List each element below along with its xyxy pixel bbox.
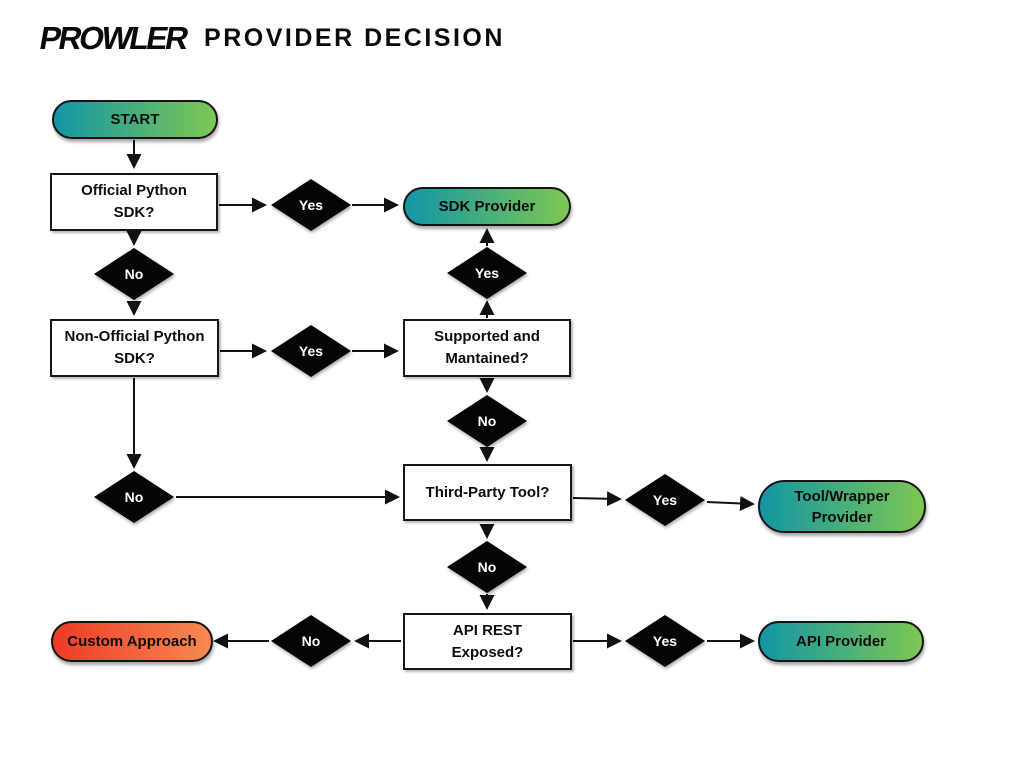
decision-label: Yes [474, 265, 500, 281]
node-sdk-provider: SDK Provider [403, 187, 571, 226]
decision-third-party-yes: Yes [625, 474, 705, 526]
page-title: PROVIDER DECISION [204, 24, 505, 52]
node-api-rest-exposed-label: API REST Exposed? [451, 621, 524, 661]
node-start: START [52, 100, 218, 139]
decision-non-official-no: No [94, 471, 174, 523]
decision-supported-yes: Yes [447, 247, 527, 299]
node-custom-approach-label: Custom Approach [67, 633, 197, 650]
diamond-shape: Yes [271, 179, 351, 231]
node-non-official-sdk-label: Non-Official Python SDK? [64, 328, 205, 367]
node-api-provider: API Provider [758, 621, 924, 662]
decision-api-rest-no: No [271, 615, 351, 667]
node-api-rest-exposed: API REST Exposed? [403, 613, 572, 670]
diamond-shape: Yes [625, 474, 705, 526]
node-supported-maintained: Supported and Mantained? [403, 319, 571, 377]
decision-label: No [301, 633, 321, 649]
node-sdk-provider-label: SDK Provider [438, 198, 536, 215]
node-start-label: START [110, 111, 160, 128]
node-supported-maintained-label: Supported and Mantained? [434, 328, 540, 367]
diamond-shape: No [447, 541, 527, 593]
decision-label: No [124, 266, 144, 282]
decision-label: No [124, 489, 144, 505]
node-non-official-sdk: Non-Official Python SDK? [50, 319, 219, 377]
diamond-shape: No [94, 248, 174, 300]
node-third-party-tool-label: Third-Party Tool? [425, 483, 550, 501]
diamond-shape: No [94, 471, 174, 523]
decision-label: No [477, 413, 497, 429]
decision-label: Yes [298, 197, 324, 213]
decision-label: Yes [652, 492, 678, 508]
node-third-party-tool: Third-Party Tool? [403, 464, 572, 521]
node-api-provider-label: API Provider [795, 633, 887, 650]
node-tool-wrapper-provider: Tool/Wrapper Provider [758, 480, 926, 533]
node-official-sdk-label: Official Python SDK? [81, 182, 187, 221]
decision-official-sdk-no: No [94, 248, 174, 300]
decision-non-official-yes: Yes [271, 325, 351, 377]
decision-official-sdk-yes: Yes [271, 179, 351, 231]
diamond-shape: Yes [271, 325, 351, 377]
node-tool-wrapper-provider-label: Tool/Wrapper Provider [794, 487, 890, 526]
diamond-shape: Yes [447, 247, 527, 299]
header: PROWLER PROVIDER DECISION [37, 20, 505, 57]
decision-label: Yes [652, 633, 678, 649]
diamond-shape: No [271, 615, 351, 667]
decision-api-rest-yes: Yes [625, 615, 705, 667]
node-custom-approach: Custom Approach [51, 621, 213, 662]
node-official-sdk: Official Python SDK? [50, 173, 218, 231]
decision-supported-no: No [447, 395, 527, 447]
diamond-shape: Yes [625, 615, 705, 667]
decision-label: No [477, 559, 497, 575]
decision-third-party-no: No [447, 541, 527, 593]
decision-label: Yes [298, 343, 324, 359]
diamond-shape: No [447, 395, 527, 447]
